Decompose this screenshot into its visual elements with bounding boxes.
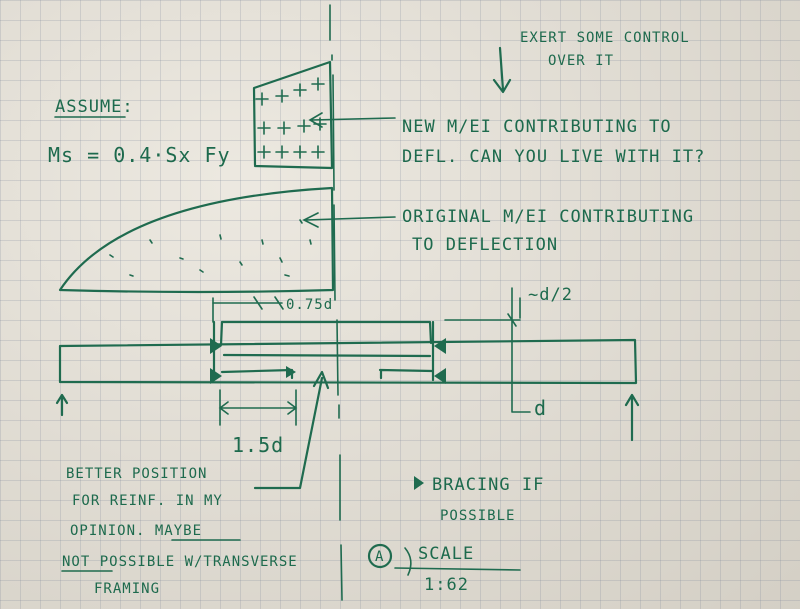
better-note-line2: FOR REINF. IN MY [72, 493, 223, 509]
scale-value: 1:62 [424, 575, 469, 595]
support-arrows [55, 393, 640, 442]
better-note-line5: FRAMING [94, 581, 160, 597]
exert-note-line1: EXERT SOME CONTROL [520, 30, 690, 46]
bracing-note-line2: POSSIBLE [440, 508, 515, 524]
new-mei-block [252, 60, 334, 170]
dim-d2-label: ~d/2 [528, 285, 573, 305]
bracing-note-line1: BRACING IF [432, 475, 544, 495]
dim-075d-label: 0.75d [286, 297, 333, 313]
stipple [109, 219, 312, 277]
dim-d-label: d [534, 396, 547, 420]
original-mei-shape [58, 186, 335, 294]
exert-note-line2: OVER IT [548, 53, 614, 69]
better-note-line1: BETTER POSITION [66, 466, 207, 482]
orig-mei-note-line1: ORIGINAL M/EI CONTRIBUTING [402, 207, 694, 227]
beam-elevation [58, 320, 638, 385]
scale-label: SCALE [418, 544, 474, 564]
orig-mei-note-line2: TO DEFLECTION [412, 235, 558, 255]
new-mei-note-line1: NEW M/EI CONTRIBUTING TO [402, 117, 672, 137]
centerline [329, 4, 343, 601]
new-mei-note-line2: DEFL. CAN YOU LIVE WITH IT? [402, 147, 705, 167]
dimensions [212, 287, 531, 426]
plus-signs [255, 77, 327, 159]
assume-title: ASSUME: [55, 97, 134, 117]
assume-formula: Ms = 0.4·Sx Fy [48, 143, 231, 167]
better-note-line3: OPINION. MAYBE [70, 523, 202, 539]
scale-block [367, 543, 521, 576]
leader-arrows [253, 46, 512, 490]
scale-marker-label: A [375, 549, 384, 565]
better-note-line4: NOT POSSIBLE W/TRANSVERSE [62, 554, 298, 570]
dim-15d-label: 1.5d [232, 433, 284, 457]
